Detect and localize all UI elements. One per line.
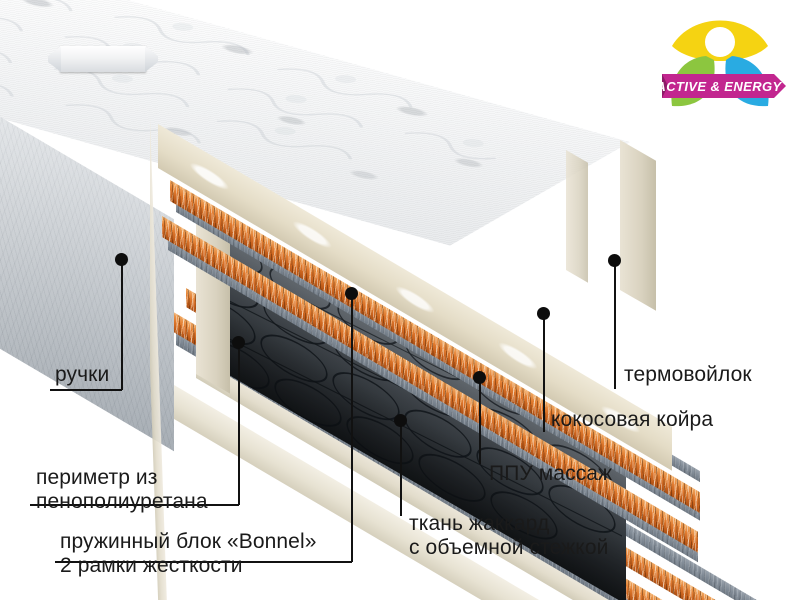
leader-pu-perimeter-underline [30,504,239,506]
callout-coconut-coir-line-1: кокосовая койра [551,408,714,431]
mattress-illustration [0,0,800,470]
callout-jacquard: ткань жаккард с объемной стежкой [409,512,608,561]
leader-thermofelt-vertical [614,263,616,389]
dot-coconut-coir [537,307,550,320]
leader-handles-underline [50,389,122,391]
leader-pu-perimeter-vertical [238,345,240,505]
callout-pu-massage: ППУ массаж [489,462,612,486]
callout-spring-block-line-1: пружинный блок «Bonnel» [60,530,317,553]
callout-pu-perimeter-line-2: пенополиуретана [36,490,208,514]
dot-jacquard [394,414,407,427]
dot-pu-massage [473,371,486,384]
leader-spring-block-vertical [351,296,353,562]
callout-spring-block: пружинный блок «Bonnel» 2 рамки жесткост… [60,530,317,579]
callout-handles-line-1: ручки [55,363,110,386]
callout-coconut-coir: кокосовая койра [551,408,713,432]
logo-brand-text: ACTIVE & ENERGY [662,79,783,94]
callout-jacquard-line-1: ткань жаккард [409,512,550,535]
callout-pu-perimeter: периметр из пенополиуретана [36,466,208,515]
dot-pu-perimeter [232,336,245,349]
leader-handles-vertical [121,262,123,390]
dot-spring-block [345,287,358,300]
leader-jacquard-vertical [400,423,402,516]
pu-perimeter-post-far [566,150,588,283]
dot-handles [115,253,128,266]
mattress-side-panel [0,112,174,452]
side-panel-shading [0,112,174,452]
callout-pu-massage-line-1: ППУ массаж [489,462,613,485]
callout-thermofelt: термовойлок [624,363,752,387]
carry-handle [60,46,146,72]
leader-spring-block-underline [55,561,352,563]
callout-jacquard-line-2: с объемной стежкой [409,536,609,560]
leader-coconut-coir-vertical [543,316,545,432]
callout-thermofelt-line-1: термовойлок [624,363,752,386]
callout-spring-block-line-2: 2 рамки жесткости [60,554,243,578]
pu-perimeter-post-right [620,140,656,311]
callout-pu-perimeter-line-1: периметр из [36,466,158,489]
dot-thermofelt [608,254,621,267]
active-energy-logo: ACTIVE & ENERGY [655,6,786,116]
callout-handles: ручки [55,363,109,387]
leader-pu-massage-vertical [479,380,481,464]
